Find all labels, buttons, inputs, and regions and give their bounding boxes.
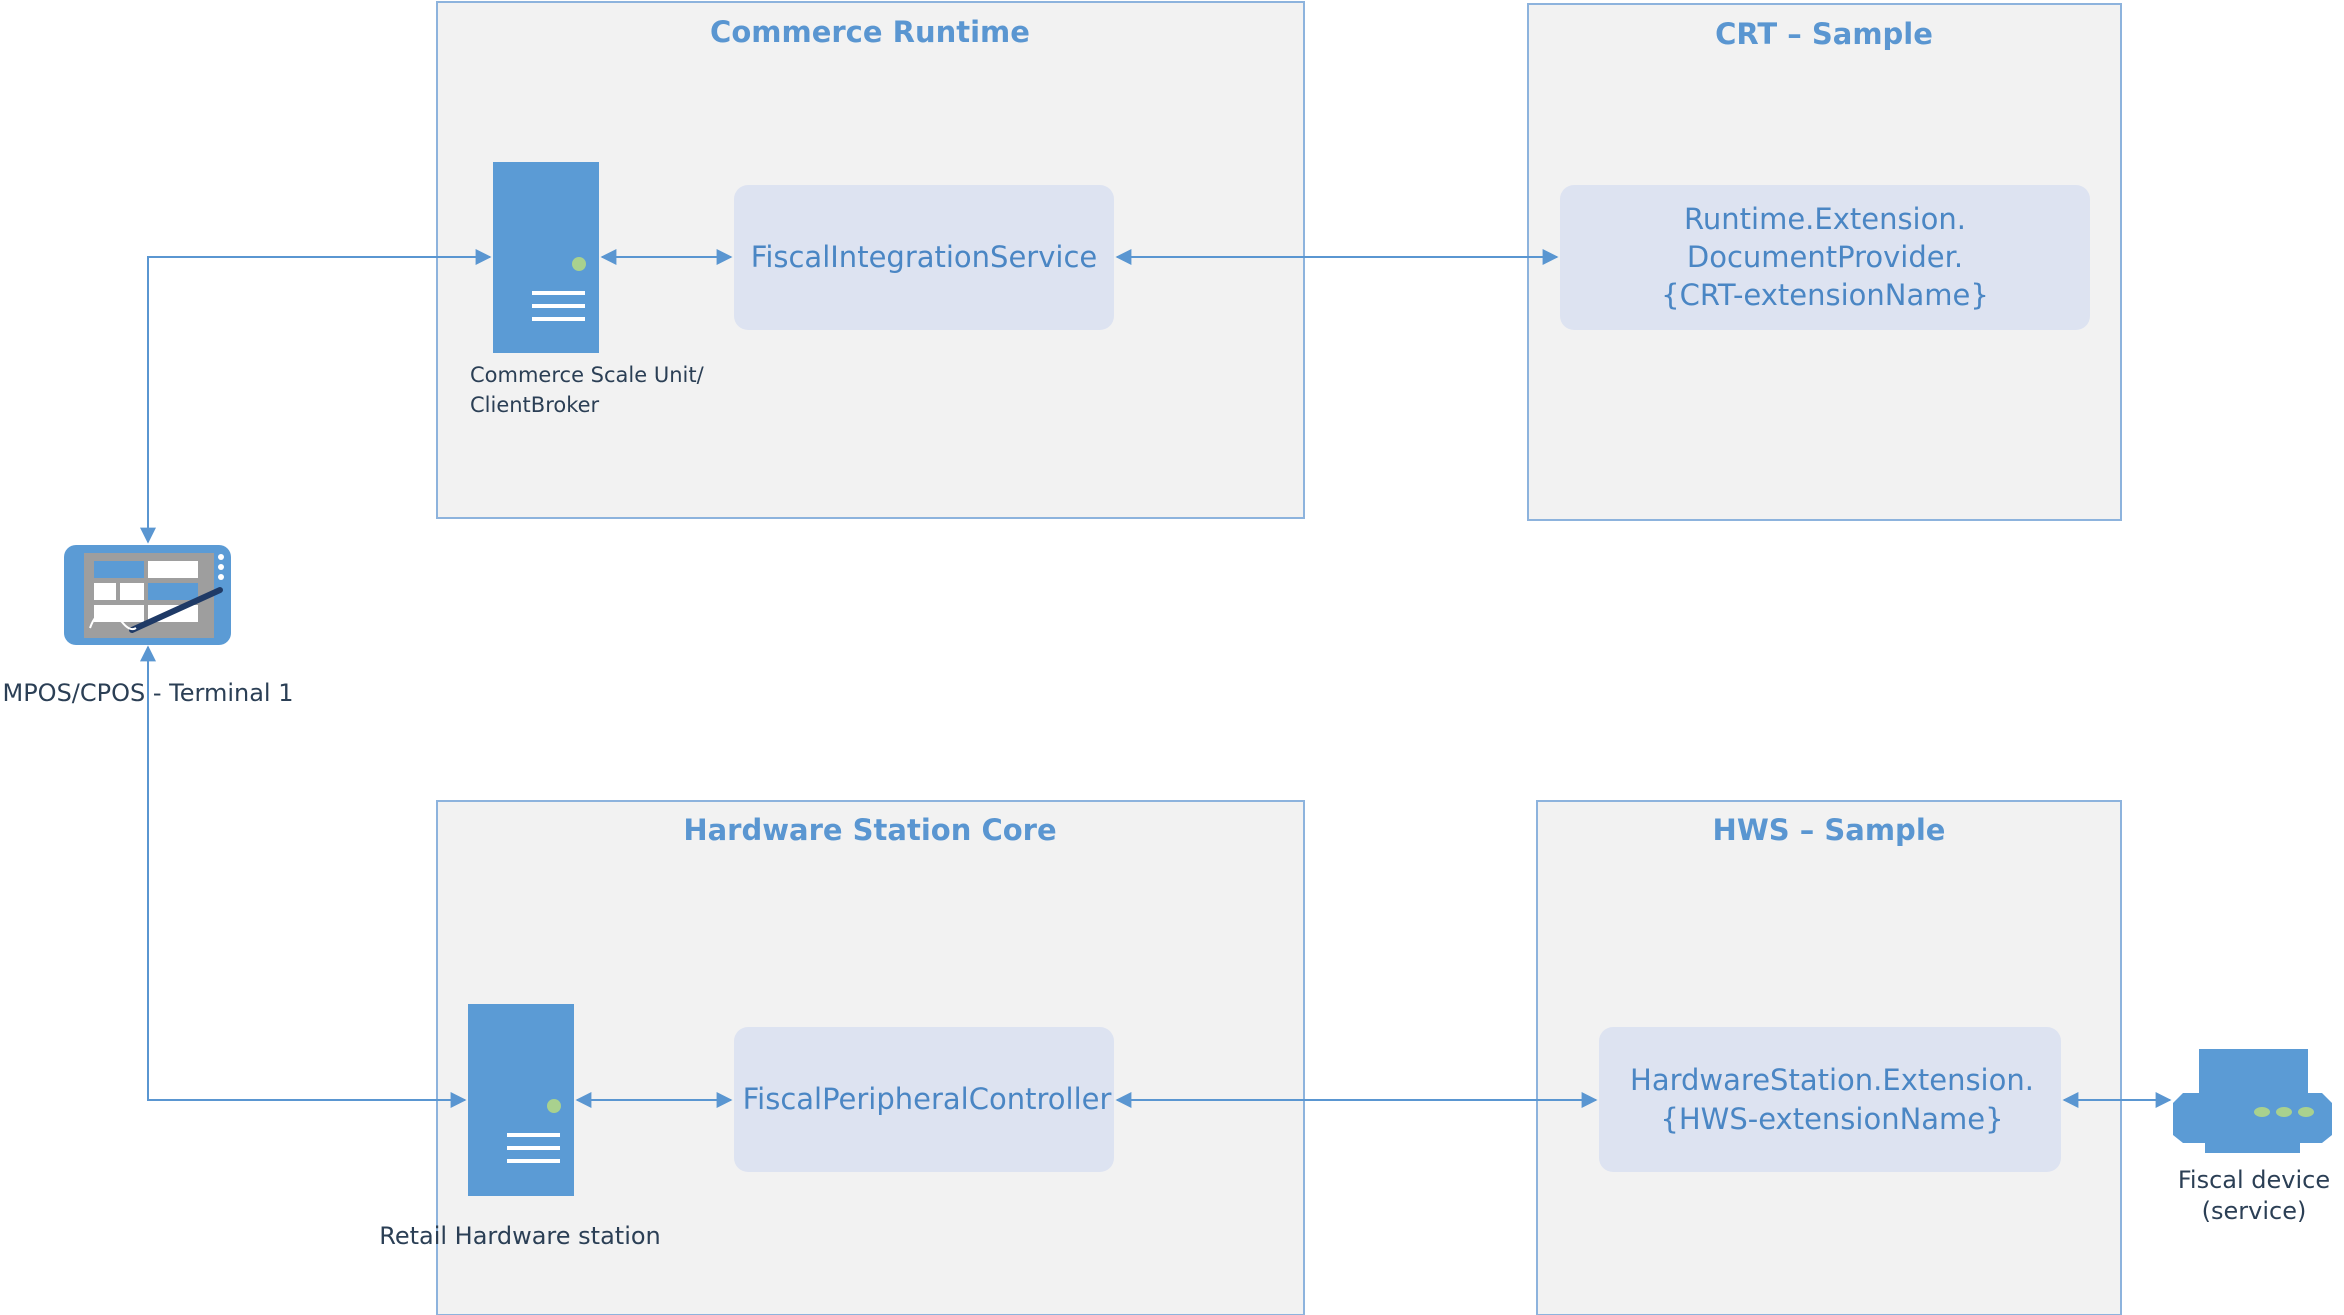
printer-icon xyxy=(2173,1049,2332,1153)
component-fiscal-peripheral-controller-box xyxy=(734,1027,1114,1172)
container-hardware-station-core-title: Hardware Station Core xyxy=(683,813,1056,847)
fiscal-device-label-line2: (service) xyxy=(2202,1197,2307,1225)
component-crt-extension: Runtime.Extension. DocumentProvider. {CR… xyxy=(1560,185,2090,330)
component-fiscal-integration-service: FiscalIntegrationService xyxy=(734,185,1114,330)
component-hws-extension-line2: {HWS-extensionName} xyxy=(1660,1102,2003,1136)
commerce-scale-unit-label-line2: ClientBroker xyxy=(470,393,600,417)
stylus xyxy=(129,587,223,633)
component-hws-extension-line1: HardwareStation.Extension. xyxy=(1630,1063,2034,1097)
container-commerce-runtime-title: Commerce Runtime xyxy=(710,15,1030,49)
connector-terminal-to-hardware-station xyxy=(140,645,467,1108)
server-led xyxy=(547,1099,561,1113)
server-icon xyxy=(468,1004,574,1196)
container-crt-sample-title: CRT – Sample xyxy=(1715,17,1933,51)
server-led xyxy=(572,257,586,271)
server-icon xyxy=(493,162,599,353)
printer-paper xyxy=(2199,1049,2308,1095)
component-hws-extension: HardwareStation.Extension. {HWS-extensio… xyxy=(1599,1027,2061,1172)
container-hws-sample-title: HWS – Sample xyxy=(1713,813,1946,847)
component-crt-extension-line2: DocumentProvider. xyxy=(1687,240,1963,274)
component-fiscal-integration-service-box xyxy=(734,185,1114,330)
pos-tablet-icon xyxy=(64,545,231,645)
component-crt-extension-box xyxy=(1560,185,2090,330)
connector-terminal-to-commerce-scale-unit xyxy=(140,249,492,544)
server-body xyxy=(493,162,599,353)
fiscal-device-label-line1: Fiscal device xyxy=(2178,1166,2330,1194)
server-body xyxy=(468,1004,574,1196)
retail-hardware-station-label: Retail Hardware station xyxy=(379,1222,661,1250)
component-fiscal-peripheral-controller: FiscalPeripheralController xyxy=(734,1027,1114,1172)
printer-tray xyxy=(2205,1138,2300,1153)
printer-body xyxy=(2173,1093,2332,1143)
component-hws-extension-box xyxy=(1599,1027,2061,1172)
commerce-scale-unit-label-line1: Commerce Scale Unit/ xyxy=(470,363,705,387)
component-crt-extension-line3: {CRT-extensionName} xyxy=(1661,278,1989,312)
component-fiscal-peripheral-controller-label: FiscalPeripheralController xyxy=(743,1082,1112,1116)
component-fiscal-integration-service-label: FiscalIntegrationService xyxy=(751,240,1098,274)
component-crt-extension-line1: Runtime.Extension. xyxy=(1684,202,1966,236)
